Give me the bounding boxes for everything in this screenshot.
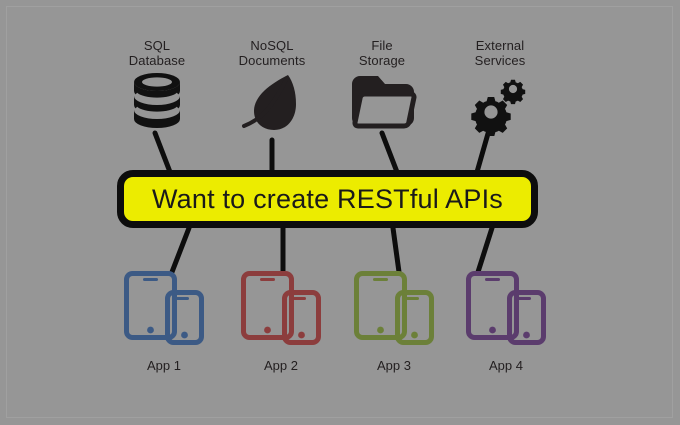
banner-callout[interactable]: Want to create RESTful APIs	[117, 170, 538, 228]
source-label-nosql-documents: NoSQL Documents	[238, 38, 306, 68]
tablet-phone-icon	[216, 270, 346, 348]
app-node-4[interactable]: App 4	[441, 270, 571, 373]
source-node-nosql-documents[interactable]: NoSQL Documents	[207, 38, 337, 134]
folder-icon	[317, 72, 447, 134]
app-label-3: App 3	[377, 358, 411, 373]
app-label-4: App 4	[489, 358, 523, 373]
app-node-1[interactable]: App 1	[99, 270, 229, 373]
app-node-2[interactable]: App 2	[216, 270, 346, 373]
database-icon	[92, 72, 222, 134]
connector-banner-to-app3	[390, 225, 402, 275]
source-label-external-services: External Services	[474, 38, 526, 68]
source-node-external-services[interactable]: External Services	[435, 38, 565, 136]
banner-text: Want to create RESTful APIs	[151, 183, 504, 214]
source-node-file-storage[interactable]: File Storage	[317, 38, 447, 134]
tablet-phone-icon	[99, 270, 229, 348]
connector-banner-to-app4	[475, 225, 495, 275]
app-label-1: App 1	[147, 358, 181, 373]
gears-icon	[435, 72, 565, 136]
tablet-phone-icon	[441, 270, 571, 348]
app-label-2: App 2	[264, 358, 298, 373]
tablet-phone-icon	[329, 270, 459, 348]
connector-sql-to-banner	[152, 130, 173, 175]
source-node-sql-database[interactable]: SQL Database	[92, 38, 222, 134]
connector-external-to-banner	[474, 127, 492, 175]
connector-file-to-banner	[379, 130, 400, 175]
leaf-icon	[207, 72, 337, 134]
source-label-sql-database: SQL Database	[128, 38, 186, 68]
source-label-file-storage: File Storage	[358, 38, 406, 68]
app-node-3[interactable]: App 3	[329, 270, 459, 373]
connector-banner-to-app1	[169, 225, 192, 275]
